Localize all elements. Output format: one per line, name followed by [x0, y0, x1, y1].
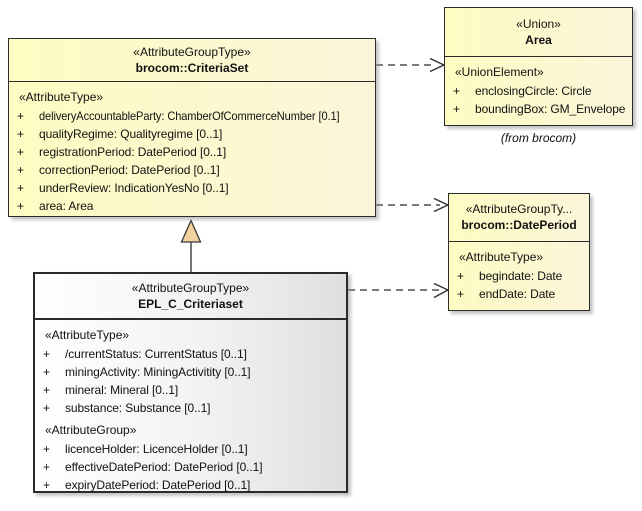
visibility-symbol: + — [43, 383, 51, 397]
attribute-row: + area: Area — [9, 197, 375, 215]
class-header: «AttributeGroupTy... brocom::DatePeriod — [449, 194, 589, 242]
attribute-row: + registrationPeriod: DatePeriod [0..1] — [9, 143, 375, 161]
generalization-triangle-icon — [180, 218, 202, 243]
visibility-symbol: + — [17, 199, 25, 213]
dependency-epl-to-dateperiod — [348, 282, 450, 299]
section-heading: «UnionElement» — [455, 65, 544, 79]
visibility-symbol: + — [17, 109, 25, 123]
attribute-row: + miningActivity: MiningActivitity [0..1… — [35, 363, 346, 381]
attribute-row: + correctionPeriod: DatePeriod [0..1] — [9, 161, 375, 179]
class-name: EPL_C_Criteriaset — [138, 296, 243, 311]
attribute-text: boundingBox: GM_Envelope — [475, 102, 626, 116]
class-name: Area — [525, 32, 552, 47]
attribute-text: /currentStatus: CurrentStatus [0..1] — [65, 347, 247, 361]
visibility-symbol: + — [17, 163, 25, 177]
attribute-row: + /currentStatus: CurrentStatus [0..1] — [35, 345, 346, 363]
class-header: «AttributeGroupType» EPL_C_Criteriaset — [35, 274, 346, 320]
visibility-symbol: + — [457, 287, 465, 301]
visibility-symbol: + — [457, 269, 465, 283]
attribute-row: + mineral: Mineral [0..1] — [35, 381, 346, 399]
attribute-text: deliveryAccountableParty: ChamberOfComme… — [39, 109, 340, 123]
class-body: «AttributeType» + deliveryAccountablePar… — [9, 82, 375, 215]
attribute-text: licenceHolder: LicenceHolder [0..1] — [65, 442, 248, 456]
class-stereotype: «AttributeGroupTy... — [465, 202, 573, 216]
class-header: «Union» Area — [445, 8, 632, 57]
attribute-text: endDate: Date — [479, 287, 556, 301]
attribute-text: expiryDatePeriod: DatePeriod [0..1] — [65, 478, 251, 492]
attribute-row: + enclosingCircle: Circle — [445, 82, 632, 100]
visibility-symbol: + — [43, 478, 51, 492]
visibility-symbol: + — [17, 127, 25, 141]
attribute-row: + substance: Substance [0..1] — [35, 399, 346, 417]
section-heading: «AttributeType» — [19, 90, 104, 104]
class-stereotype: «AttributeGroupType» — [133, 44, 251, 59]
class-body: «AttributeType» + /currentStatus: Curren… — [35, 320, 346, 494]
attribute-row: + boundingBox: GM_Envelope — [445, 100, 632, 118]
visibility-symbol: + — [43, 347, 51, 361]
attribute-row: + endDate: Date — [449, 285, 589, 303]
attribute-text: begindate: Date — [479, 269, 563, 283]
class-box-criteriaset[interactable]: «AttributeGroupType» brocom::CriteriaSet… — [8, 38, 376, 217]
class-header: «AttributeGroupType» brocom::CriteriaSet — [9, 39, 375, 82]
visibility-symbol: + — [453, 102, 461, 116]
visibility-symbol: + — [453, 84, 461, 98]
dependency-criteriaset-to-area — [376, 57, 446, 73]
class-box-area[interactable]: «Union» Area «UnionElement» + enclosingC… — [444, 7, 633, 126]
attribute-row: + begindate: Date — [449, 267, 589, 285]
attribute-row: + expiryDatePeriod: DatePeriod [0..1] — [35, 476, 346, 494]
attribute-row: + effectiveDatePeriod: DatePeriod [0..1] — [35, 458, 346, 476]
attribute-text: substance: Substance [0..1] — [65, 401, 211, 415]
attribute-row: + deliveryAccountableParty: ChamberOfCom… — [9, 107, 375, 125]
attribute-row: + qualityRegime: Qualityregime [0..1] — [9, 125, 375, 143]
attribute-text: registrationPeriod: DatePeriod [0..1] — [39, 145, 227, 159]
attribute-text: effectiveDatePeriod: DatePeriod [0..1] — [65, 460, 263, 474]
attribute-row: + underReview: IndicationYesNo [0..1] — [9, 179, 375, 197]
visibility-symbol: + — [43, 401, 51, 415]
attribute-text: area: Area — [39, 199, 94, 213]
class-box-dateperiod[interactable]: «AttributeGroupTy... brocom::DatePeriod … — [448, 193, 590, 311]
class-stereotype: «AttributeGroupType» — [131, 280, 250, 295]
class-stereotype: «Union» — [516, 16, 561, 31]
attribute-text: underReview: IndicationYesNo [0..1] — [39, 181, 229, 195]
section-heading: «AttributeGroup» — [45, 423, 137, 437]
from-package-caption: (from brocom) — [500, 131, 577, 145]
class-body: «UnionElement» + enclosingCircle: Circle… — [445, 57, 632, 118]
class-box-epl-criteriaset[interactable]: «AttributeGroupType» EPL_C_Criteriaset «… — [33, 272, 348, 493]
visibility-symbol: + — [17, 181, 25, 195]
attribute-row: + licenceHolder: LicenceHolder [0..1] — [35, 440, 346, 458]
section-heading: «AttributeType» — [45, 328, 130, 342]
visibility-symbol: + — [43, 460, 51, 474]
attribute-text: enclosingCircle: Circle — [475, 84, 592, 98]
attribute-text: mineral: Mineral [0..1] — [65, 383, 179, 397]
class-body: «AttributeType» + begindate: Date + endD… — [449, 242, 589, 303]
visibility-symbol: + — [43, 365, 51, 379]
class-name: brocom::DatePeriod — [461, 218, 577, 232]
attribute-text: correctionPeriod: DatePeriod [0..1] — [39, 163, 220, 177]
generalization-epl-to-criteriaset — [180, 218, 202, 272]
visibility-symbol: + — [43, 442, 51, 456]
visibility-symbol: + — [17, 145, 25, 159]
class-name: brocom::CriteriaSet — [135, 60, 249, 75]
dependency-criteriaset-to-dateperiod — [376, 197, 450, 213]
section-heading: «AttributeType» — [459, 250, 544, 264]
attribute-text: qualityRegime: Qualityregime [0..1] — [39, 127, 223, 141]
attribute-text: miningActivity: MiningActivitity [0..1] — [65, 365, 251, 379]
